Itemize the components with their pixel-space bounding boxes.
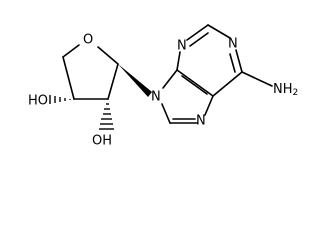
hydroxyl-2-label: OH — [92, 134, 112, 149]
amine-main-text: NH — [273, 82, 293, 97]
bond-o-c1 — [97, 46, 119, 65]
ring-oxygen-label: O — [83, 33, 93, 48]
amine-subscript: 2 — [293, 88, 299, 98]
bond-c3-c4 — [62, 56, 75, 100]
adenine-nucleoside-structure: O N N N N HO OH NH2 — [28, 24, 298, 149]
n3-label: N — [177, 39, 187, 54]
hashed-bond-c2-oh — [99, 103, 114, 130]
bond-c1-c2 — [107, 63, 119, 100]
purine-bonds — [161, 24, 273, 124]
n7-label: N — [196, 114, 206, 129]
amine-label: NH2 — [273, 82, 298, 99]
wedge-bond-c1-n9 — [118, 64, 152, 97]
n1-label: N — [228, 37, 238, 52]
hydroxyl-3-label: HO — [28, 94, 48, 109]
bond-c4-o — [62, 44, 80, 58]
sugar-ring — [62, 44, 119, 100]
n9-label: N — [151, 90, 161, 105]
atom-labels: O N N N N HO OH NH2 — [28, 33, 298, 149]
hashed-bond-c3-oh — [49, 95, 71, 104]
